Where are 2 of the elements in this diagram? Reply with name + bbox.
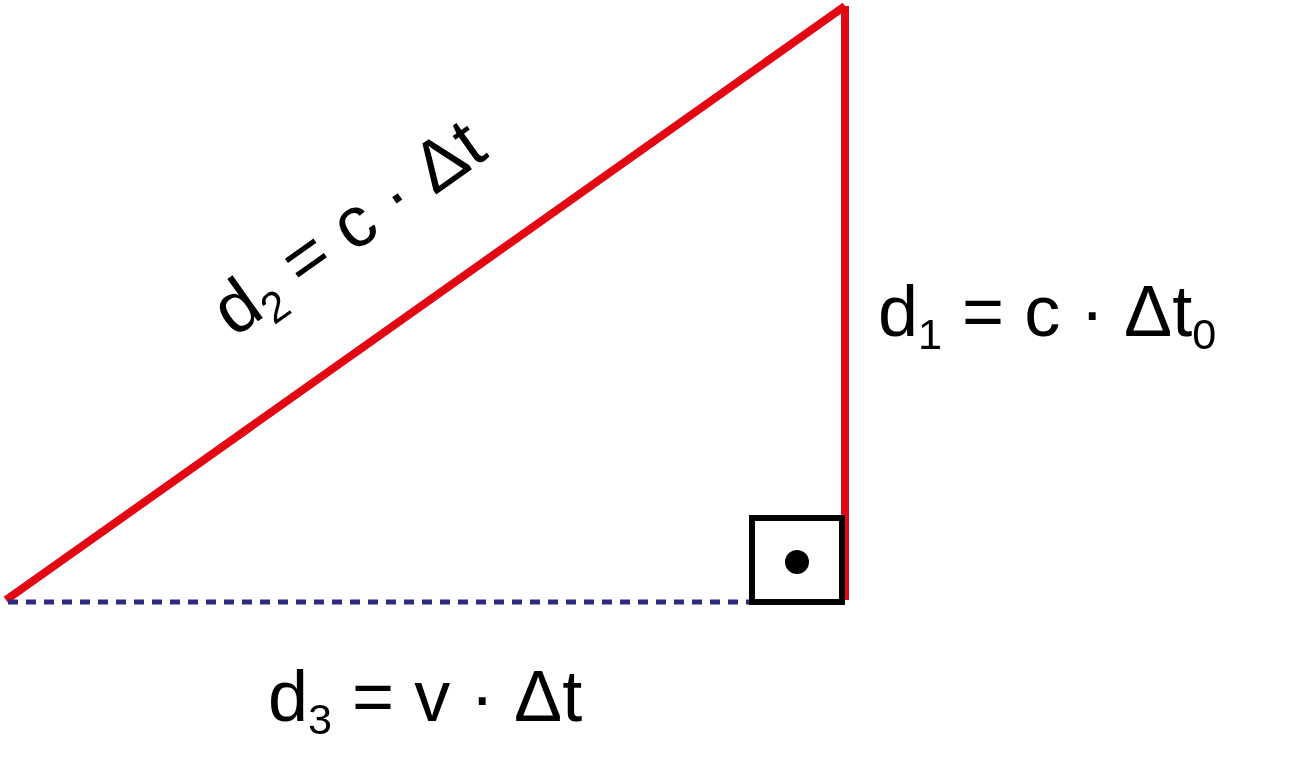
- equation-label: d$_{3}$ = v · Δt: [268, 660, 583, 742]
- equation-label: d$_{1}$ = c · Δt$_{0}$: [878, 275, 1217, 357]
